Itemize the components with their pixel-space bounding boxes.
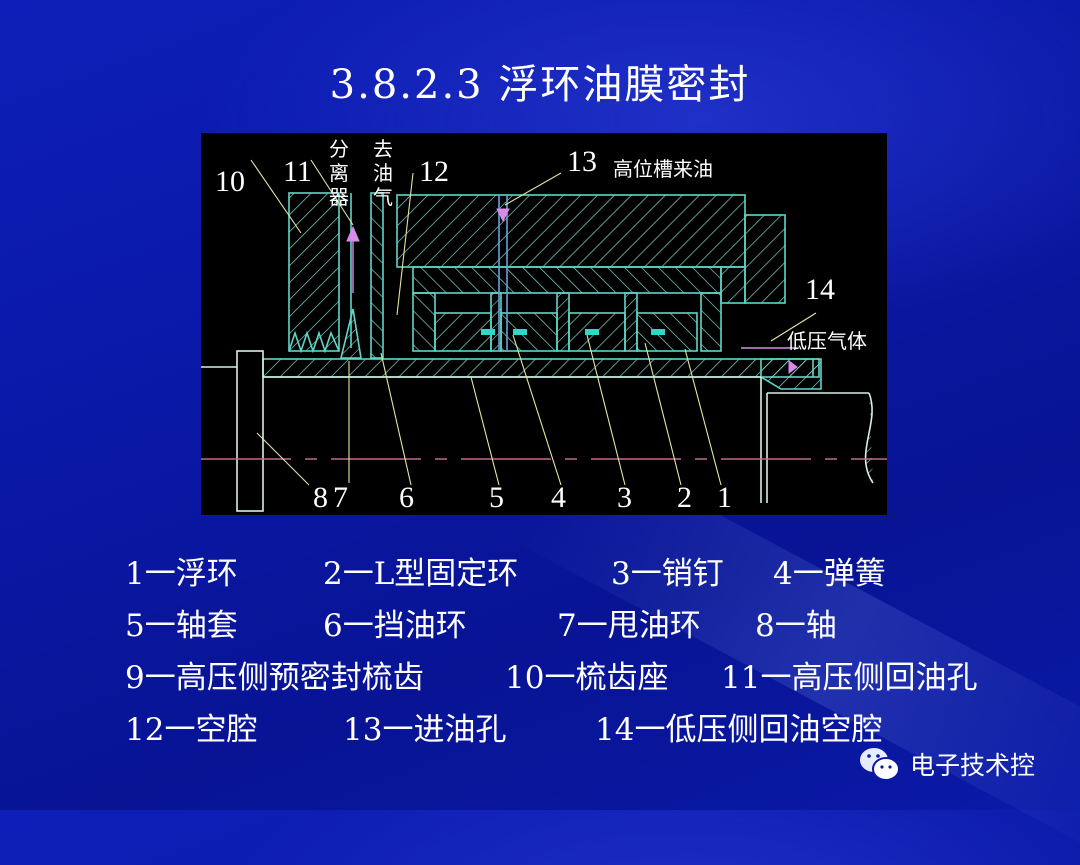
watermark: 电子技术控 [858, 745, 1035, 783]
part-label-2: 2 [677, 481, 692, 514]
watermark-text: 电子技术控 [910, 751, 1036, 780]
part-label-7: 7 [333, 481, 348, 514]
legend-item: 5一轴套 [125, 608, 238, 644]
wechat-icon [860, 748, 900, 781]
part-label-6: 6 [399, 481, 414, 514]
legend-item: 11一高压侧回油孔 [721, 660, 978, 696]
legend-item: 8一轴 [755, 608, 837, 644]
high-tank-oil-annotation: 高位槽来油 [613, 157, 713, 181]
legend-item: 13一进油孔 [343, 712, 507, 748]
slide-title: 3.8.2.3 浮环油膜密封 [329, 62, 751, 108]
part-label-3: 3 [617, 481, 632, 514]
legend-item: 9一高压侧预密封梳齿 [125, 660, 424, 696]
legend-item: 6一挡油环 [323, 608, 467, 644]
low-pressure-gas-annotation: 低压气体 [787, 329, 867, 353]
part-label-11: 11 [283, 155, 312, 188]
legend-item: 3一销钉 [611, 556, 724, 592]
part-label-14: 14 [805, 273, 835, 306]
part-label-10: 10 [215, 165, 245, 198]
legend-item: 7一甩油环 [557, 608, 701, 644]
part-label-4: 4 [551, 481, 566, 514]
part-label-8: 8 [313, 481, 328, 514]
part-label-13: 13 [567, 145, 597, 178]
part-label-1: 1 [717, 481, 732, 514]
seal-cross-section-drawing [201, 159, 887, 512]
legend-item: 14一低压侧回油空腔 [595, 712, 883, 748]
legend-item: 12一空腔 [125, 712, 258, 748]
legend-item: 10一梳齿座 [505, 660, 669, 696]
legend-item: 4一弹簧 [773, 556, 886, 592]
part-label-12: 12 [419, 155, 449, 188]
degas-annotation: 去油气 [373, 137, 393, 209]
separator-annotation: 分离器 [329, 137, 349, 209]
legend-item: 1一浮环 [125, 556, 238, 592]
legend-item: 2一L型固定环 [323, 556, 519, 592]
part-label-5: 5 [489, 481, 504, 514]
floating-ring-seal-diagram: 10 11 12 13 14 8 7 6 5 4 3 2 1 分离器 去油气 高… [201, 133, 887, 515]
